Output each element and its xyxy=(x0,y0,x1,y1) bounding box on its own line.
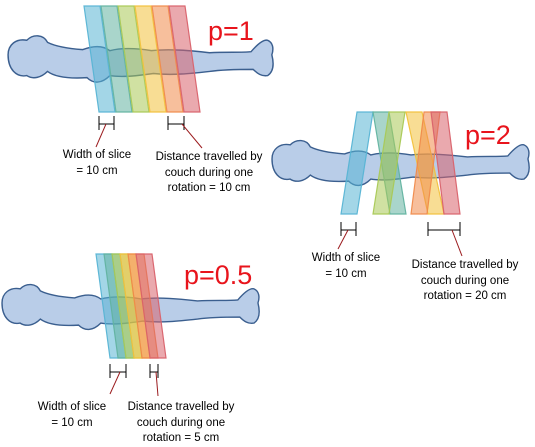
slices-p05-band-6 xyxy=(135,253,167,359)
slice-width-annotation-p1: Width of slice = 10 cm xyxy=(62,149,132,177)
slices-p2-band-3 xyxy=(372,111,406,215)
width-marker-p2 xyxy=(340,222,461,236)
width-marker-p1 xyxy=(98,116,185,130)
slices-p1-band-4 xyxy=(134,5,167,113)
panel-pitch-1 xyxy=(7,5,274,149)
pitch-label-p2: p=2 xyxy=(465,120,511,150)
panel-pitch-2 xyxy=(271,111,530,257)
pitch-label-p1: p=1 xyxy=(208,16,254,46)
slices-p2-band-6 xyxy=(430,111,461,215)
distance-pointer-p1 xyxy=(181,123,203,149)
distance-pointer-p05 xyxy=(155,371,159,397)
panel-pitch-0-5 xyxy=(1,253,260,397)
distance-annotation-p2: Distance travelled by couch during one r… xyxy=(411,259,519,303)
pitch-label-p05: p=0.5 xyxy=(184,260,253,290)
slices-p1-band-1 xyxy=(83,5,116,113)
slice-width-annotation-p05: Width of slice = 10 cm xyxy=(37,401,107,429)
distance-pointer-p2 xyxy=(451,229,463,257)
slice-group-p1 xyxy=(83,5,201,113)
slice-group-p2 xyxy=(340,111,461,215)
slice-width-pointer-p2 xyxy=(337,229,349,250)
width-marker-p05 xyxy=(109,364,159,378)
distance-annotation-p05: Distance travelled by couch during one r… xyxy=(127,401,235,445)
slices-p1-band-5 xyxy=(151,5,184,113)
slice-group-p05 xyxy=(95,253,167,359)
slices-p1-band-6 xyxy=(168,5,201,113)
slice-width-pointer-p05 xyxy=(109,371,121,395)
slice-width-pointer-p1 xyxy=(95,123,107,148)
slices-p2-band-1 xyxy=(340,111,374,215)
slices-p1-band-3 xyxy=(117,5,150,113)
slices-p1-band-2 xyxy=(100,5,133,113)
distance-annotation-p1: Distance travelled by couch during one r… xyxy=(155,151,263,195)
slice-width-annotation-p2: Width of slice = 10 cm xyxy=(311,252,381,280)
